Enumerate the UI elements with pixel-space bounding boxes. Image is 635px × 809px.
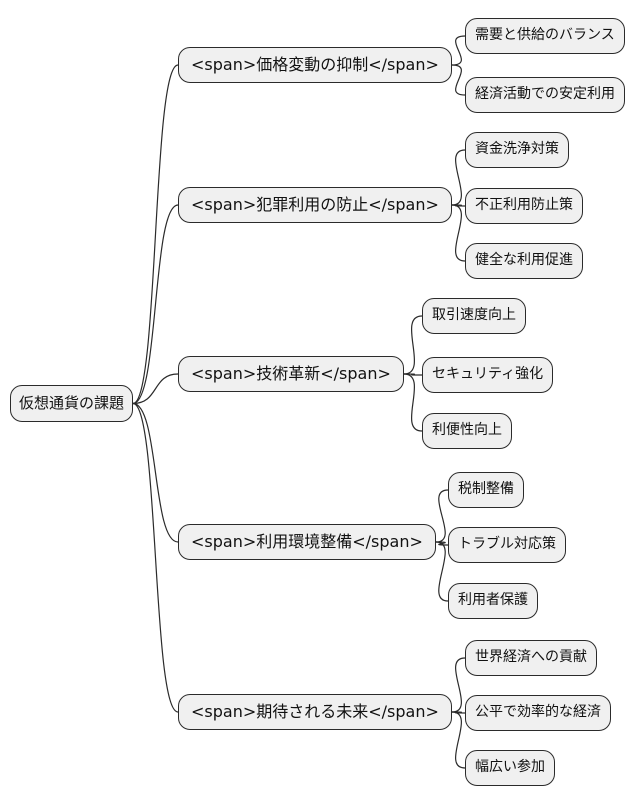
leaf-fair-efficient-economy: 公平で効率的な経済: [465, 695, 611, 731]
branch-crime-prevention: <span>犯罪利用の防止</span>: [178, 187, 452, 224]
edge-connector: [132, 64, 179, 405]
leaf-money-laundering-measures: 資金洗浄対策: [465, 132, 569, 168]
edge-connector: [451, 204, 466, 207]
edge-connector: [132, 402, 179, 543]
leaf-supply-demand-balance: 需要と供給のバランス: [465, 18, 625, 54]
edge-connector: [451, 149, 466, 206]
node-root: 仮想通貨の課題: [10, 385, 134, 422]
edge-connector: [451, 657, 466, 713]
edge-connector: [132, 373, 179, 405]
leaf-trouble-response: トラブル対応策: [448, 527, 566, 563]
leaf-broad-participation: 幅広い参加: [465, 750, 555, 786]
edge-connector: [435, 489, 449, 543]
branch-price-volatility-control: <span>価格変動の抑制</span>: [178, 47, 452, 84]
edge-connector: [435, 541, 449, 546]
edge-connector: [403, 373, 423, 432]
edge-connector: [451, 711, 466, 714]
edge-connector: [132, 204, 179, 405]
leaf-transaction-speed: 取引速度向上: [422, 298, 526, 334]
edge-connector: [451, 204, 466, 262]
leaf-convenience: 利便性向上: [422, 413, 512, 449]
edge-connector: [451, 711, 466, 769]
edge-connector: [403, 373, 423, 376]
edge-connector: [451, 64, 466, 96]
leaf-user-protection: 利用者保護: [448, 583, 538, 619]
edge-connector: [451, 35, 466, 66]
leaf-tax-system: 税制整備: [448, 472, 524, 508]
leaf-global-economy-contribution: 世界経済への貢献: [465, 640, 597, 676]
leaf-stable-economic-use: 経済活動での安定利用: [465, 77, 625, 113]
leaf-fraud-prevention: 不正利用防止策: [465, 188, 583, 224]
leaf-healthy-use-promotion: 健全な利用促進: [465, 243, 583, 279]
edge-connector: [403, 315, 423, 375]
leaf-security-enhancement: セキュリティ強化: [422, 357, 554, 393]
branch-expected-future: <span>期待される未来</span>: [178, 694, 452, 731]
branch-tech-innovation: <span>技術革新</span>: [178, 356, 404, 393]
branch-usage-environment: <span>利用環境整備</span>: [178, 524, 436, 561]
edge-connector: [435, 541, 449, 602]
edge-connector: [132, 402, 179, 713]
